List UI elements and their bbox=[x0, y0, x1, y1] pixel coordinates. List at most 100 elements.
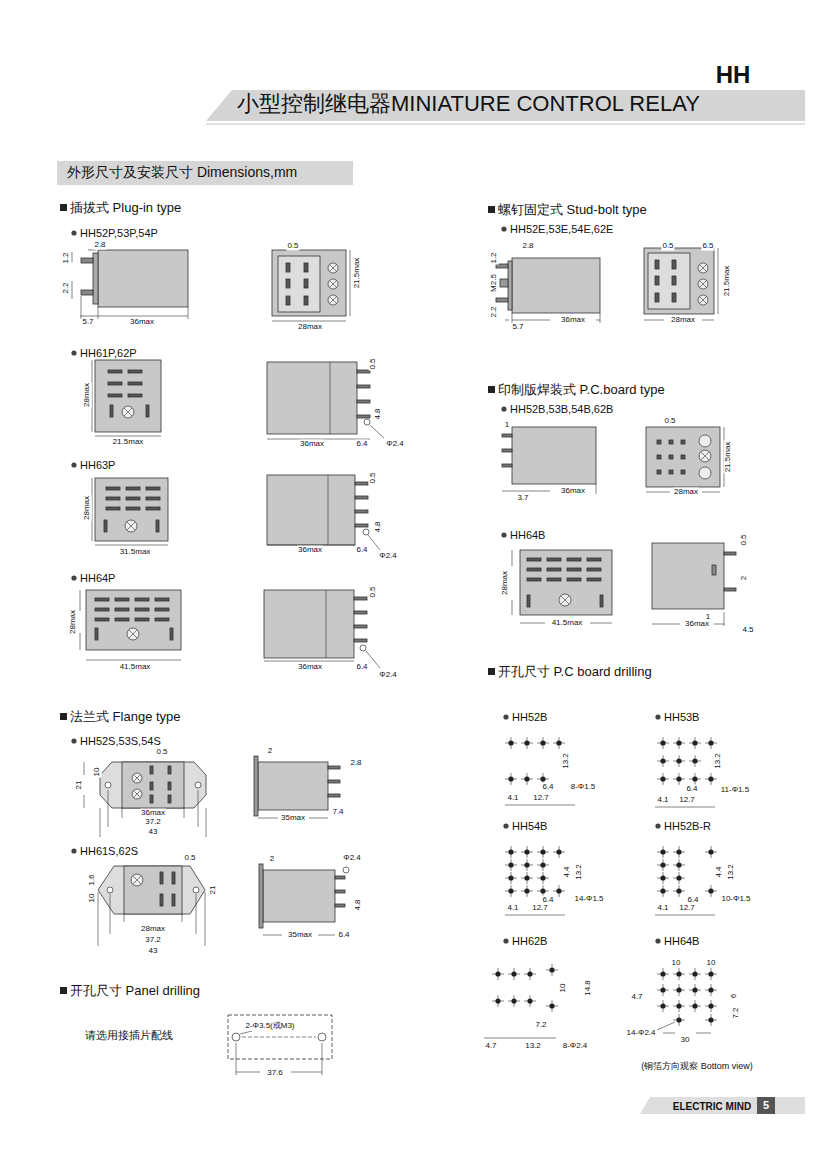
dimension-line bbox=[81, 296, 82, 319]
dimension-value: 3.7 bbox=[516, 494, 529, 503]
dimension-line bbox=[80, 590, 81, 611]
drill-hole bbox=[524, 888, 529, 893]
outline-rect bbox=[156, 520, 159, 532]
drill-hole bbox=[708, 740, 713, 745]
dimension-line bbox=[714, 624, 724, 625]
dimension-value: 28max bbox=[140, 925, 166, 934]
bullet-dot bbox=[655, 714, 660, 719]
outline-rect bbox=[587, 578, 601, 581]
dimension-line bbox=[184, 808, 185, 818]
dimension-line bbox=[330, 265, 337, 272]
dimension-value: 7.2 bbox=[534, 1021, 547, 1030]
hole-circle bbox=[364, 419, 370, 425]
outline-rect bbox=[155, 598, 169, 601]
dimension-line bbox=[700, 265, 707, 272]
outline-rect bbox=[146, 507, 160, 510]
outline-rect bbox=[258, 762, 328, 810]
outline-rect bbox=[567, 558, 581, 561]
dimension-line bbox=[596, 320, 600, 321]
dimension-value: 5.7 bbox=[81, 318, 94, 327]
dimension-value: 28max bbox=[69, 609, 78, 635]
outline-rect bbox=[335, 904, 345, 907]
dimension-line bbox=[326, 590, 327, 658]
drill-hole bbox=[708, 987, 713, 992]
model-name: HH52B,53B,54B,62B bbox=[510, 403, 613, 415]
outline-rect bbox=[357, 415, 370, 418]
bullet-dot bbox=[71, 350, 76, 355]
bullet-dot bbox=[655, 823, 660, 828]
drill-hole bbox=[660, 849, 665, 854]
dimension-line bbox=[98, 307, 99, 319]
dimension-line bbox=[700, 297, 707, 304]
hole-circle bbox=[699, 435, 711, 447]
model-name: HH64B bbox=[664, 935, 699, 947]
outline-rect bbox=[115, 608, 129, 611]
dimension-value: 10 bbox=[706, 959, 717, 968]
hole-circle bbox=[132, 789, 142, 799]
hole-circle bbox=[698, 263, 708, 273]
outline-rect bbox=[357, 385, 370, 388]
dimension-line bbox=[236, 1043, 237, 1075]
drill-hole bbox=[676, 1017, 681, 1022]
hole-circle bbox=[698, 279, 708, 289]
dimension-value: 12.7 bbox=[678, 796, 696, 805]
outline-rect bbox=[267, 362, 357, 434]
dimension-line bbox=[206, 124, 805, 125]
outline-rect bbox=[354, 639, 367, 642]
dimension-value: 4.8 bbox=[374, 520, 383, 533]
dimension-line bbox=[72, 252, 73, 262]
dimension-line bbox=[701, 452, 709, 460]
dimension-line bbox=[124, 914, 125, 922]
header-band bbox=[206, 90, 805, 121]
outline-rect bbox=[155, 608, 169, 611]
outline-rect bbox=[655, 276, 659, 285]
outline-rect bbox=[168, 766, 171, 774]
dimension-line bbox=[309, 818, 328, 819]
drill-hole bbox=[540, 862, 545, 867]
outline-rect bbox=[512, 427, 596, 484]
drill-hole bbox=[660, 740, 665, 745]
dimension-value: 36max bbox=[560, 487, 586, 496]
dimension-line bbox=[368, 535, 380, 550]
outline-rect bbox=[355, 524, 368, 527]
dimension-value: 6.4 bbox=[685, 785, 698, 794]
brand-text: ELECTRIC MIND bbox=[673, 1101, 751, 1112]
dimension-value: 2.2 bbox=[62, 281, 71, 294]
drill-hole bbox=[676, 987, 681, 992]
drill-hole bbox=[540, 776, 545, 781]
outline-rect bbox=[108, 394, 122, 397]
outline-rect bbox=[512, 258, 600, 313]
dimension-value: 6.4 bbox=[541, 783, 554, 792]
note-text: 请选用接插片配线 bbox=[85, 1029, 173, 1041]
drill-hole bbox=[495, 998, 500, 1003]
dimension-line bbox=[505, 805, 575, 806]
bullet-dot bbox=[503, 714, 508, 719]
model-name: HH52E,53E,54E,62E bbox=[510, 223, 613, 235]
drill-hole bbox=[540, 888, 545, 893]
dimension-line bbox=[108, 790, 109, 827]
dimension-value: 36max bbox=[297, 663, 323, 672]
outline-rect bbox=[355, 510, 368, 513]
drill-hole bbox=[508, 849, 513, 854]
dimension-value: 1 bbox=[504, 421, 510, 430]
dimension-value: 28max bbox=[83, 495, 92, 521]
hole-circle bbox=[318, 1033, 326, 1041]
dimension-line bbox=[701, 452, 709, 460]
outline-rect bbox=[502, 434, 512, 437]
bullet-dot bbox=[71, 462, 76, 467]
dimension-value: 28max bbox=[297, 323, 323, 332]
dimension-value: 36max bbox=[129, 318, 155, 327]
drill-hole bbox=[676, 888, 681, 893]
model-name: HH52B bbox=[512, 711, 547, 723]
hole-circle bbox=[125, 520, 137, 532]
outline-rect bbox=[146, 405, 149, 417]
outline-rect bbox=[168, 782, 171, 790]
dimension-line bbox=[724, 612, 725, 626]
outline-rect bbox=[672, 276, 676, 285]
drill-hole bbox=[527, 998, 532, 1003]
dimension-line bbox=[129, 630, 137, 638]
dimension-value: 8-Φ2.4 bbox=[562, 1042, 589, 1051]
dimension-line bbox=[127, 522, 135, 530]
outline-rect bbox=[500, 279, 508, 287]
dimension-value: Φ2.4 bbox=[378, 671, 398, 680]
